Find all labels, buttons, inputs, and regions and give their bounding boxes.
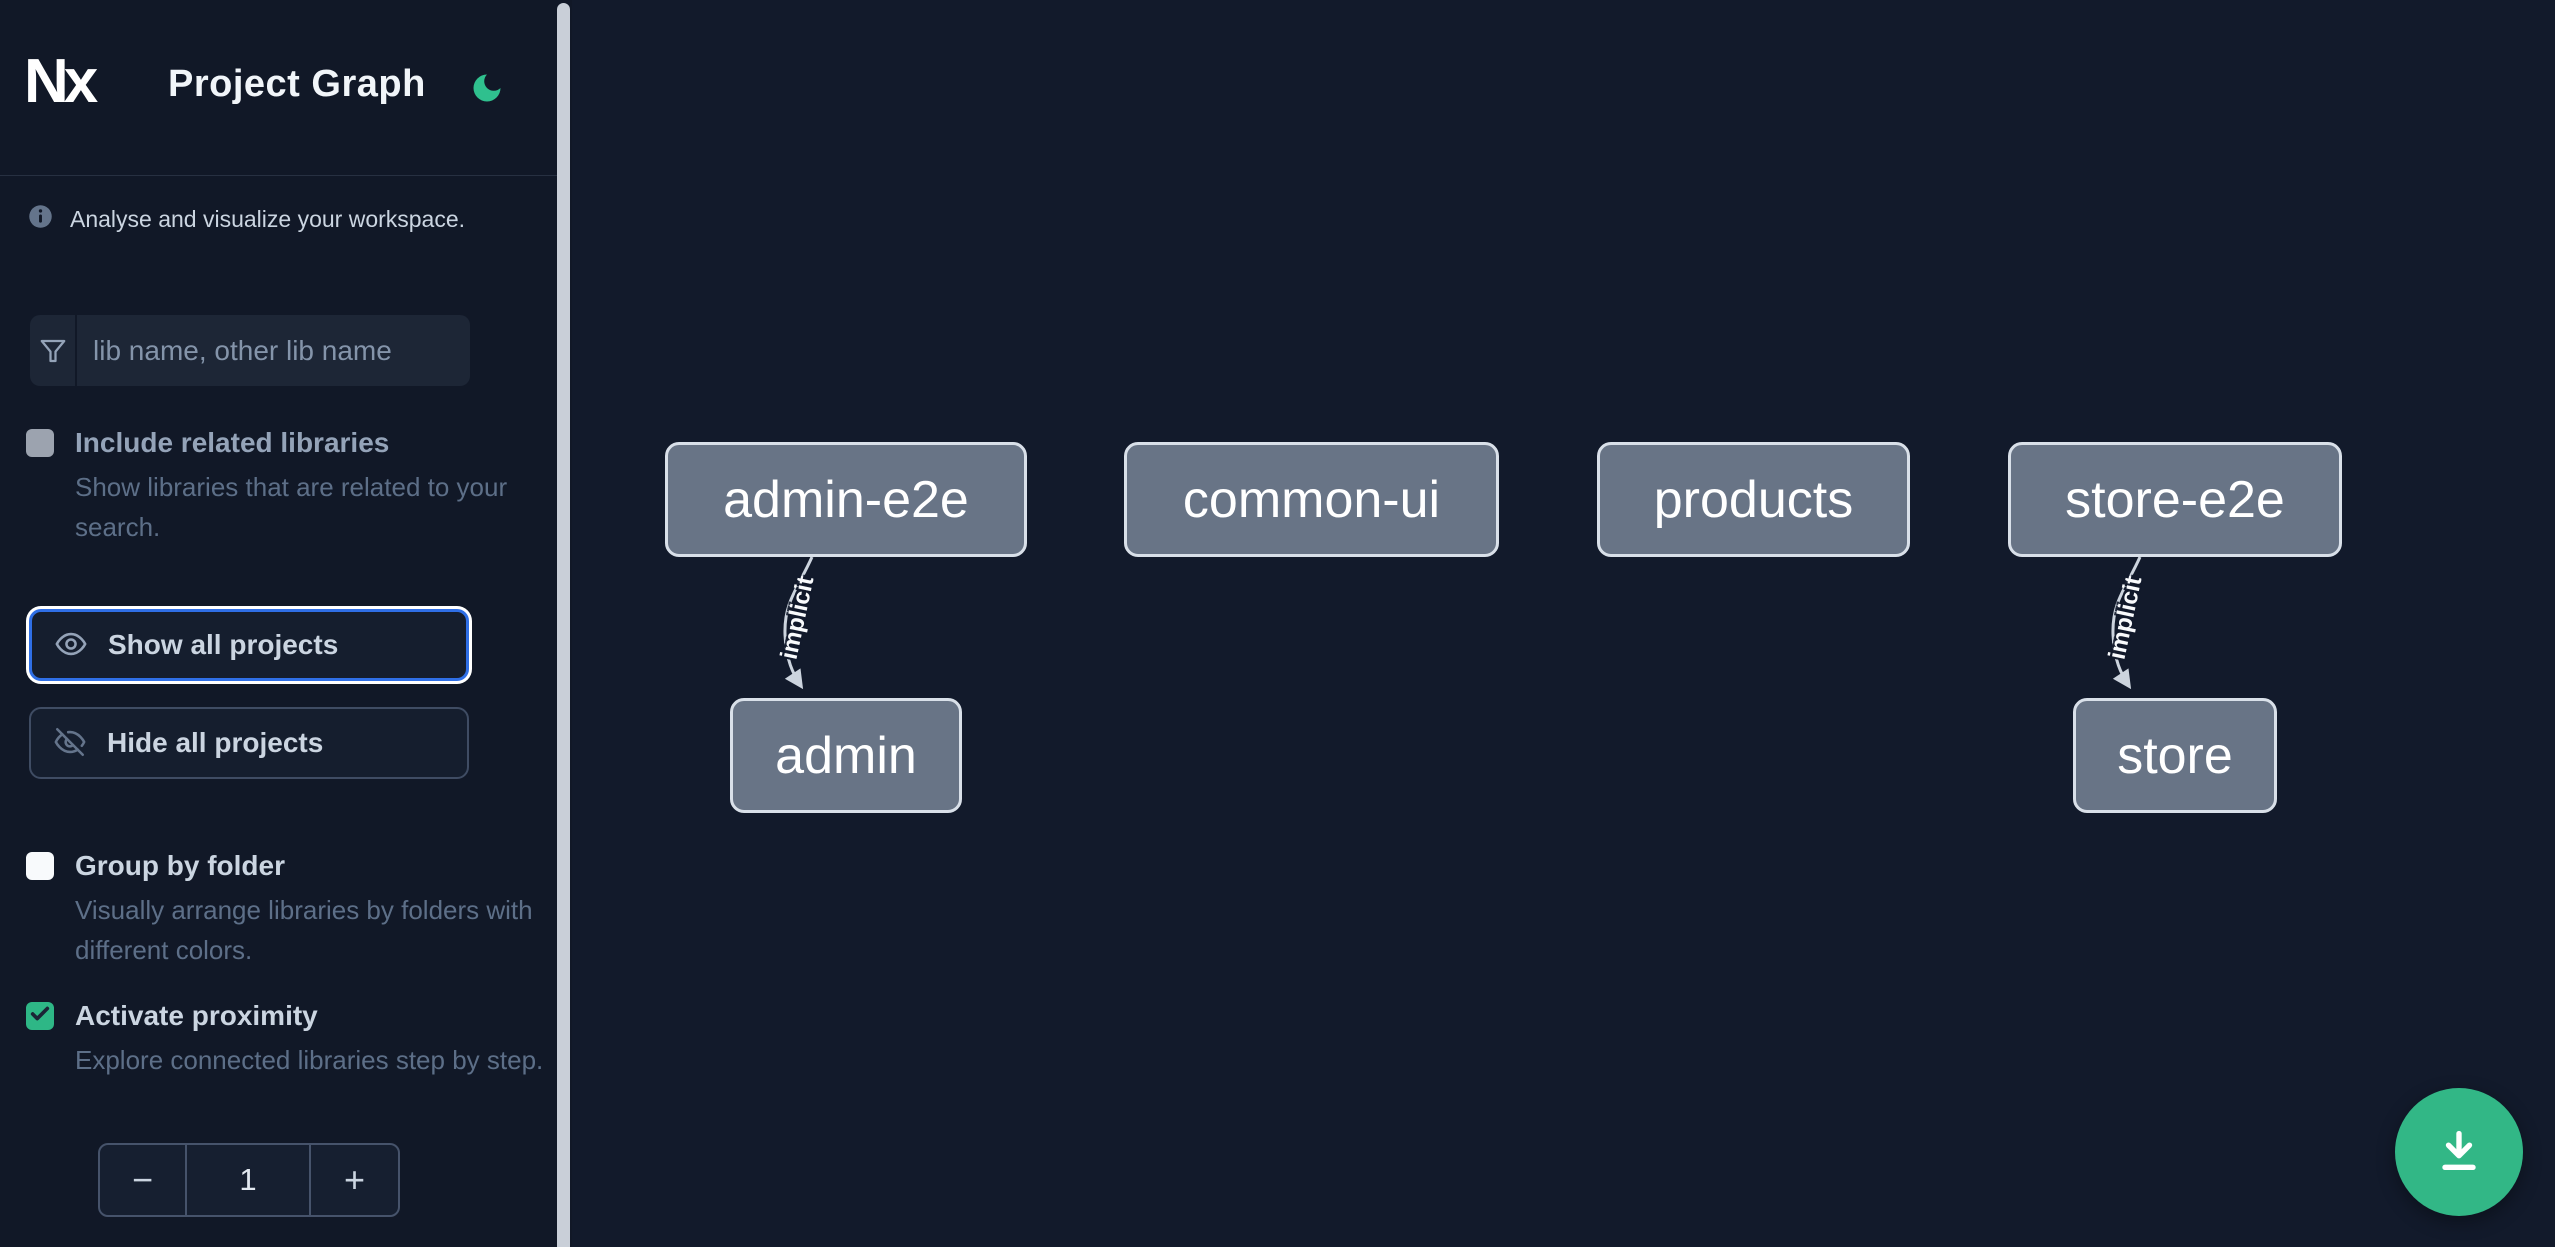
- search-input[interactable]: [77, 315, 470, 386]
- info-text: Analyse and visualize your workspace.: [70, 205, 466, 232]
- include-related-checkbox[interactable]: [26, 429, 54, 457]
- include-related-label: Include related libraries: [75, 427, 390, 458]
- option-group-by-folder: Group by folder Visually arrange librari…: [26, 850, 545, 970]
- hide-all-projects-button[interactable]: Hide all projects: [29, 707, 469, 779]
- include-related-description: Show libraries that are related to your …: [75, 472, 508, 542]
- dark-mode-toggle[interactable]: [468, 70, 506, 108]
- activate-proximity-description: Explore connected libraries step by step…: [75, 1045, 544, 1075]
- node-products[interactable]: products: [1597, 442, 1910, 557]
- download-icon: [2431, 1123, 2487, 1182]
- show-all-projects-label: Show all projects: [108, 629, 339, 660]
- info-circle-icon: [27, 203, 54, 235]
- page-title: Project Graph: [168, 63, 426, 105]
- sidebar: Nx Project Graph Analyse and visualize y…: [0, 0, 572, 1247]
- node-admin[interactable]: admin: [730, 698, 962, 813]
- download-graph-button[interactable]: [2395, 1088, 2523, 1216]
- show-all-projects-button[interactable]: Show all projects: [29, 609, 469, 681]
- decrement-button[interactable]: −: [100, 1145, 187, 1215]
- activate-proximity-label: Activate proximity: [75, 1000, 318, 1031]
- sidebar-header: Nx Project Graph: [0, 0, 557, 176]
- proximity-depth-value: 1: [239, 1162, 257, 1197]
- node-store[interactable]: store: [2073, 698, 2277, 813]
- checkmark-icon: [29, 1003, 51, 1030]
- group-by-folder-description: Visually arrange libraries by folders wi…: [75, 895, 533, 965]
- group-by-folder-label: Group by folder: [75, 850, 285, 881]
- filter-funnel-icon: [30, 315, 77, 386]
- node-common-ui[interactable]: common-ui: [1124, 442, 1499, 557]
- nx-logo: Nx: [24, 47, 98, 116]
- group-by-folder-checkbox[interactable]: [26, 852, 54, 880]
- graph-canvas[interactable]: implicit implicit admin-e2e common-ui pr…: [572, 0, 2555, 1247]
- option-activate-proximity: Activate proximity Explore connected lib…: [26, 1000, 545, 1080]
- filter-search: [30, 315, 470, 386]
- edge-store-e2e-store: [2111, 556, 2142, 690]
- eye-off-icon: [53, 725, 87, 762]
- increment-button[interactable]: +: [309, 1145, 398, 1215]
- graph-edges: [783, 556, 2142, 690]
- option-include-related: Include related libraries Show libraries…: [26, 427, 545, 547]
- hide-all-projects-label: Hide all projects: [107, 727, 324, 758]
- edge-admin-e2e-admin: [783, 556, 814, 690]
- workspace-info: Analyse and visualize your workspace.: [27, 203, 465, 235]
- proximity-depth-stepper: − 1 +: [98, 1143, 400, 1217]
- node-admin-e2e[interactable]: admin-e2e: [665, 442, 1027, 557]
- activate-proximity-checkbox[interactable]: [26, 1002, 54, 1030]
- eye-icon: [54, 627, 88, 664]
- node-store-e2e[interactable]: store-e2e: [2008, 442, 2342, 557]
- sidebar-scrollbar[interactable]: [557, 3, 570, 1247]
- moon-icon: [469, 74, 505, 109]
